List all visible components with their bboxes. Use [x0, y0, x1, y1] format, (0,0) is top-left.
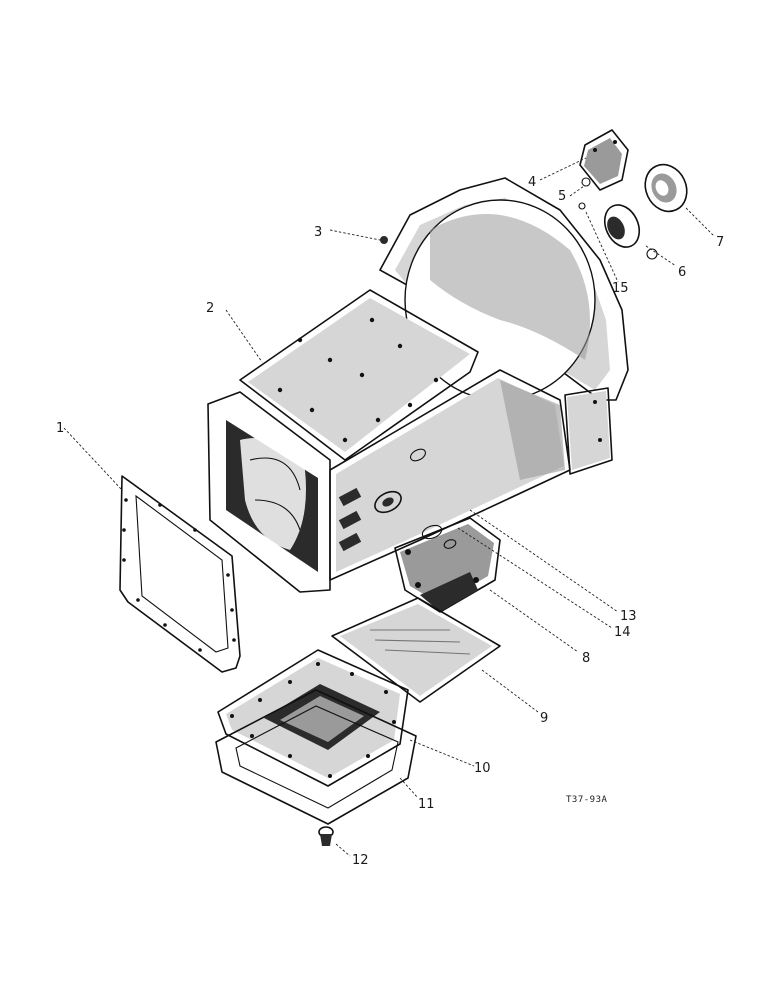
screw-part-15: [578, 202, 658, 260]
transmission-housing-part-2: [207, 177, 629, 593]
callout-14: 14: [614, 625, 631, 640]
callout-1: 1: [56, 421, 64, 436]
callout-7: 7: [716, 235, 724, 250]
plug-part-3: [380, 236, 388, 244]
gasket-part-1: [119, 475, 241, 673]
sump-pan-part-10: [217, 649, 409, 787]
reference-code: T37-93A: [566, 795, 608, 805]
callout-labels: 1 2 3 4 5 6 7 8 9 10 11 12 13 14 15 T37-…: [56, 175, 724, 868]
cover-part-8: [394, 517, 501, 613]
callout-2: 2: [206, 301, 214, 316]
callout-10: 10: [474, 761, 491, 776]
callout-15: 15: [612, 281, 629, 296]
washer-part-5: [581, 177, 591, 187]
callout-11: 11: [418, 797, 435, 812]
callout-4: 4: [528, 175, 536, 190]
seal-part-7: [644, 163, 688, 213]
gasket-part-9: [331, 597, 501, 703]
callout-5: 5: [558, 189, 566, 204]
callout-13: 13: [620, 609, 637, 624]
leader-lines: [63, 157, 715, 857]
callout-9: 9: [540, 711, 548, 726]
gasket-part-11: [215, 689, 417, 825]
callout-8: 8: [582, 651, 590, 666]
cover-part-4: [579, 129, 629, 191]
bushing-part-6: [603, 204, 641, 248]
callout-3: 3: [314, 225, 322, 240]
drain-plug-part-12: [318, 826, 334, 846]
callout-6: 6: [678, 265, 686, 280]
callout-12: 12: [352, 853, 369, 868]
